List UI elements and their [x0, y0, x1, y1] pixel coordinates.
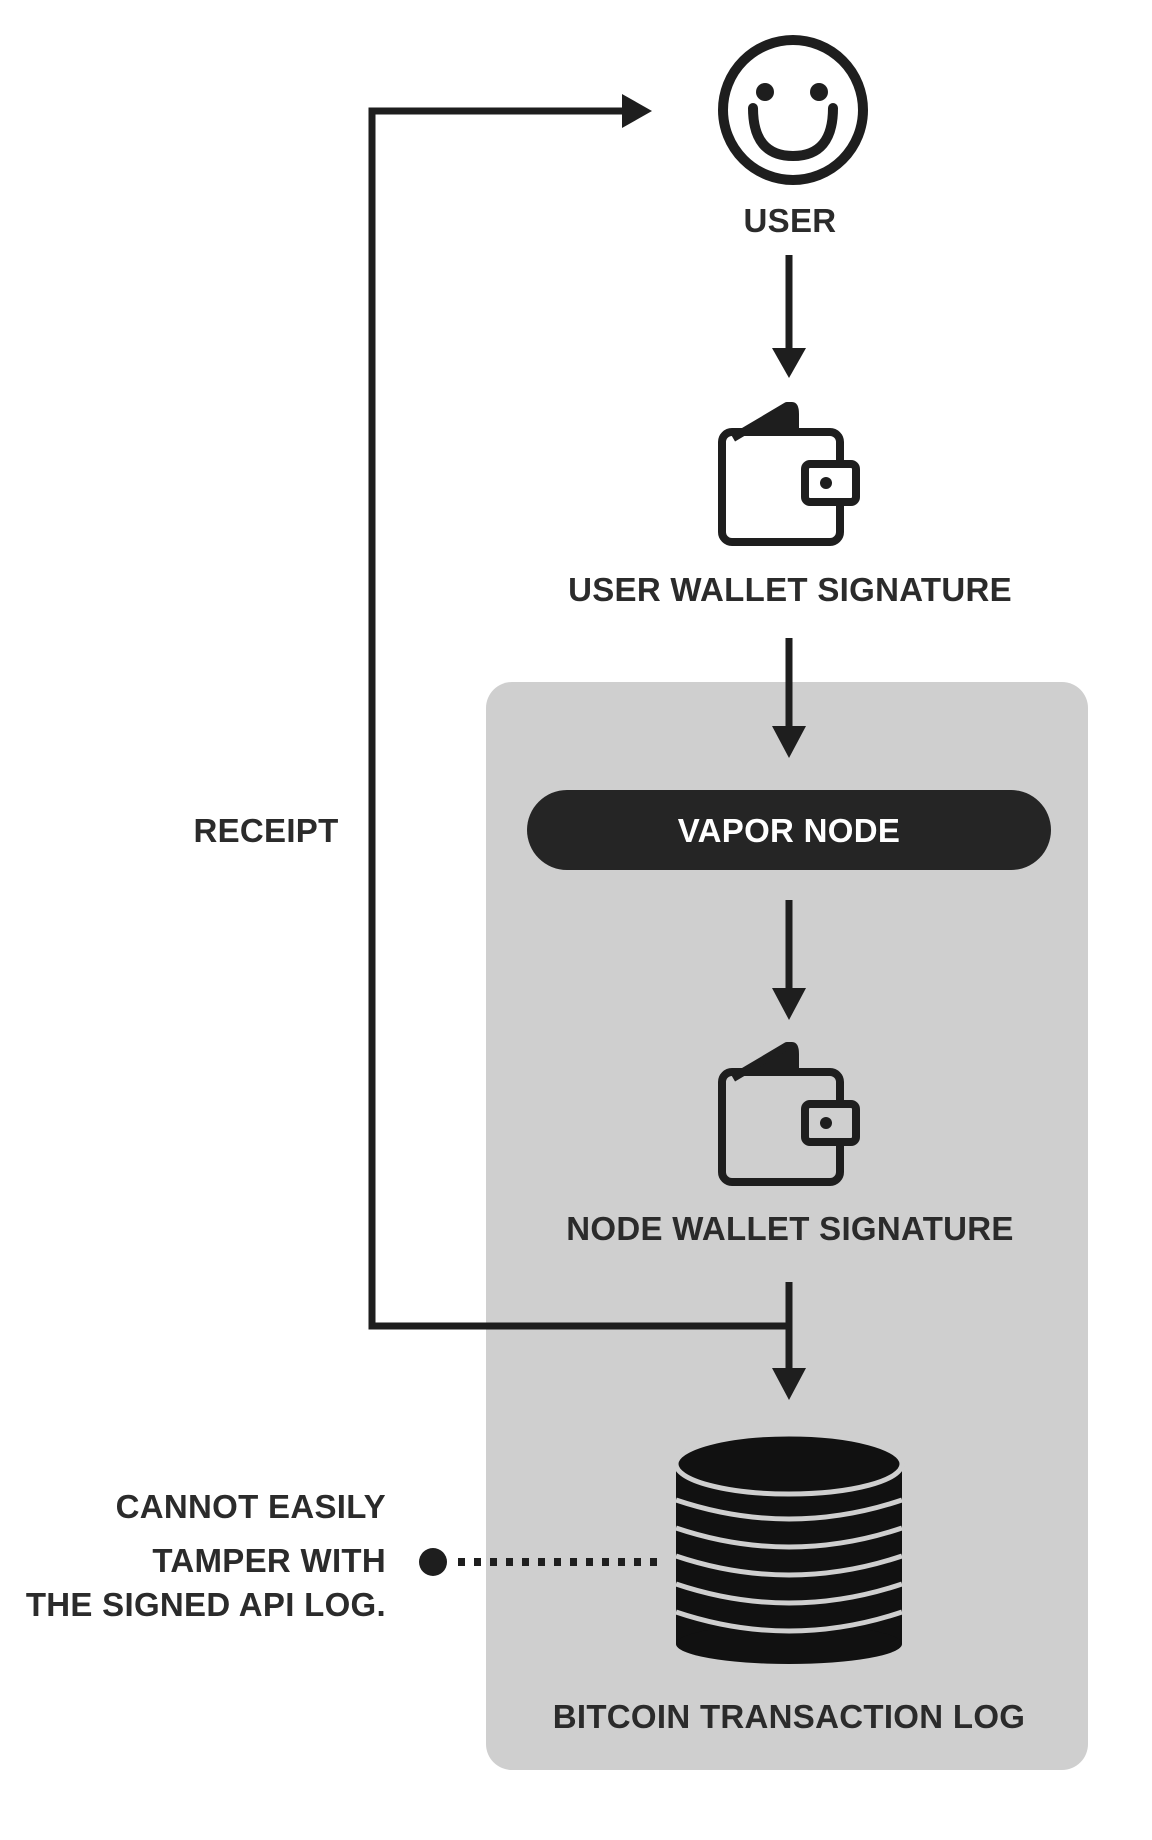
annotation-connector	[419, 1548, 664, 1576]
vapor-node-label: VAPOR NODE	[678, 812, 900, 849]
vapor-node-panel	[486, 682, 1088, 1770]
annotation-line-3: THE SIGNED API LOG.	[26, 1586, 386, 1623]
wallet-icon	[718, 402, 860, 546]
node-wallet-signature-label: NODE WALLET SIGNATURE	[566, 1210, 1014, 1247]
annotation-line-1: CANNOT EASILY	[116, 1488, 386, 1525]
user-wallet-signature-label: USER WALLET SIGNATURE	[568, 571, 1012, 608]
receipt-return-arrow	[368, 94, 789, 1330]
arrow-vapor-node-to-node-wallet	[772, 900, 806, 1020]
receipt-label: RECEIPT	[193, 812, 338, 849]
arrow-user-to-wallet	[772, 255, 806, 378]
vapor-node-pill	[527, 790, 1051, 870]
wallet-icon	[718, 1042, 860, 1186]
user-label: USER	[744, 202, 837, 239]
arrow-wallet-to-vapor-node	[772, 638, 806, 758]
annotation-line-2: TAMPER WITH	[152, 1542, 386, 1579]
database-stack-icon	[673, 1431, 905, 1664]
smiley-face-icon	[718, 35, 868, 185]
bitcoin-transaction-log-label: BITCOIN TRANSACTION LOG	[553, 1698, 1026, 1735]
